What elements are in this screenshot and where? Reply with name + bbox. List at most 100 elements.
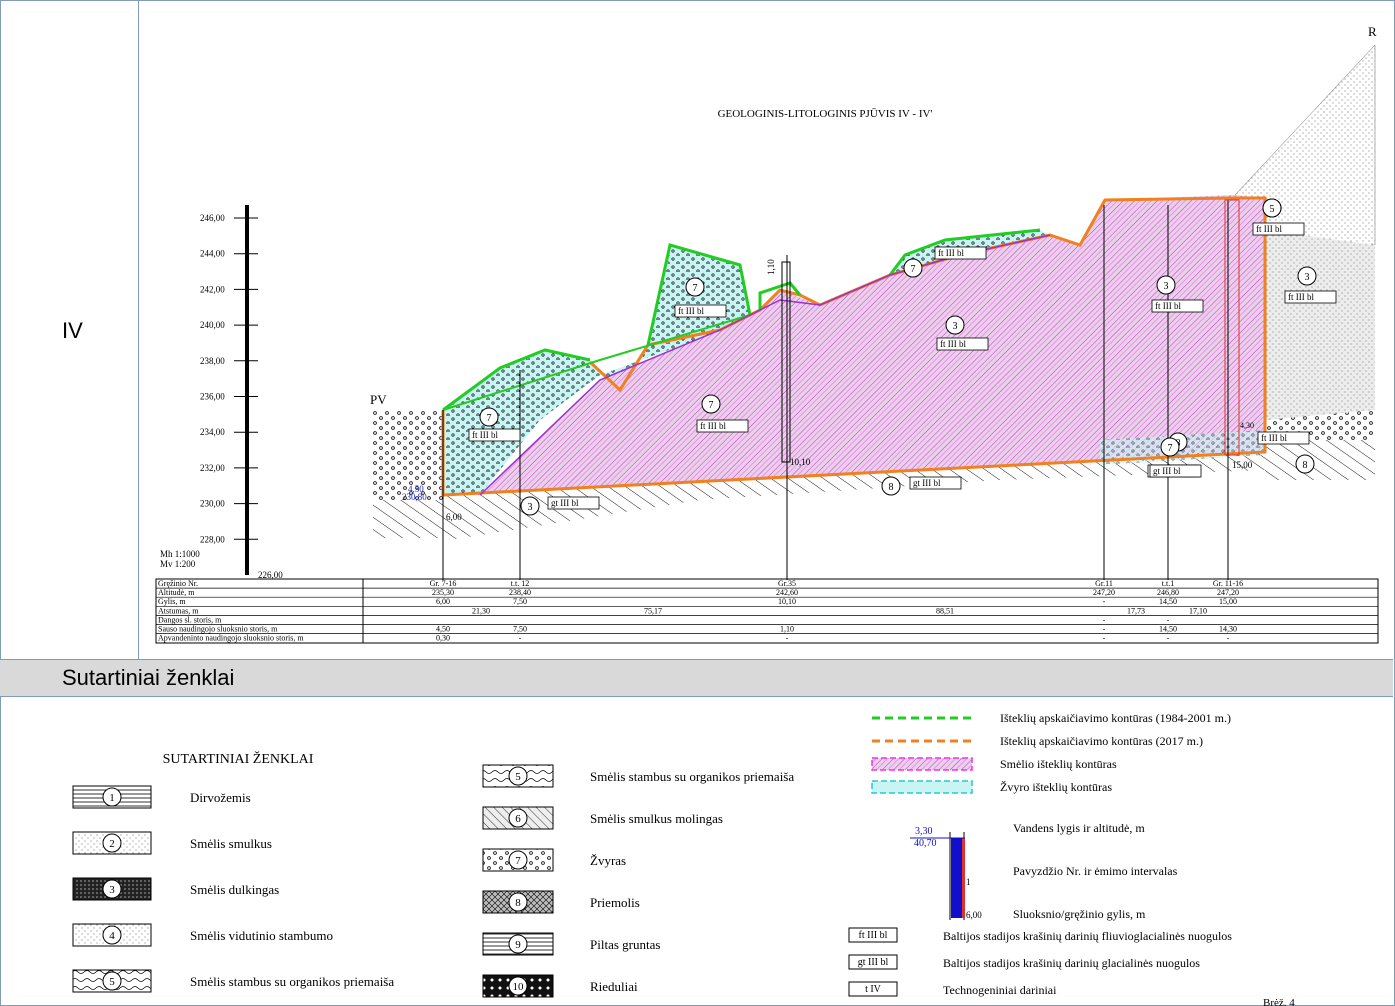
layer-code-box: [468, 428, 521, 442]
layer-circle-num: 8: [1303, 460, 1308, 471]
table-cover: -: [1103, 615, 1106, 624]
layer-code: gt III bl: [913, 478, 941, 488]
table-cell: -: [519, 634, 522, 643]
table-row-header: Altitudė, m: [158, 588, 195, 597]
table-cell: t.t. 12: [511, 579, 529, 588]
right-dusty-sand: [1265, 230, 1375, 420]
layer-code: ft III bl: [1261, 433, 1287, 443]
legend-swatch-num: 4: [109, 930, 115, 942]
table-cell: 7,50: [513, 625, 527, 634]
legend-swatch-num-circle: [102, 971, 122, 991]
legend-well-label-3: Sluoksnio/gręžinio gylis, m: [1013, 907, 1146, 921]
table-cell: 235,30: [432, 588, 454, 597]
table-cell: -: [1103, 597, 1106, 606]
legend-swatch-num: 5: [109, 976, 115, 988]
legend-depth: 6,00: [966, 910, 982, 920]
layer-code: ft III bl: [938, 248, 964, 258]
table-cell: 1,10: [780, 625, 794, 634]
legend-label: Smėlis dulkingas: [190, 882, 279, 897]
scale-label: 246,00: [200, 213, 225, 223]
legend-swatch-num-circle: [102, 879, 122, 899]
row-label-cell: IV: [0, 0, 139, 659]
legend-code: t IV: [865, 984, 882, 995]
layer-code: gt III bl: [551, 498, 579, 508]
clay-base: [443, 452, 1265, 540]
table-cell: t.t.1: [1162, 579, 1174, 588]
layer-code: ft III bl: [678, 306, 704, 316]
table-distance: 75,17: [644, 606, 662, 615]
legend-line-label: Žvyro išteklių kontūras: [1000, 780, 1112, 794]
legend-swatch-num: 7: [515, 855, 521, 867]
layer-code: ft III bl: [940, 339, 966, 349]
table-cell: 247,20: [1217, 588, 1239, 597]
page-mark: Brėž. 4: [1263, 997, 1295, 1006]
layer-circle: [1295, 454, 1315, 474]
scale-label: 230,00: [200, 499, 225, 509]
table-cell: 14,30: [1219, 625, 1237, 634]
layer-circle: [520, 496, 540, 516]
legend-code: gt III bl: [858, 957, 889, 968]
layer-code-box: [1252, 222, 1305, 236]
legend-label: Rieduliai: [590, 979, 638, 994]
table-row-header: Sauso naudingojo sluoksnio storis, m: [158, 625, 278, 634]
table-distance: 88,51: [936, 606, 954, 615]
layer-circle: [685, 277, 705, 297]
legend-well-label-2: Pavyzdžio Nr. ir ėmimo intervalas: [1013, 864, 1178, 878]
table-cell: 247,20: [1093, 588, 1115, 597]
scale-label: 232,00: [200, 463, 225, 473]
legend-alt: 40,70: [914, 838, 937, 849]
legend-band-title: Sutartiniai ženklai: [62, 665, 235, 690]
legend-label: Priemolis: [590, 895, 640, 910]
depth-c: 15,00: [1232, 460, 1253, 470]
scale-label: 244,00: [200, 249, 225, 259]
layer-circle-num: 3: [1305, 272, 1310, 283]
legend-swatch-num-circle: [508, 808, 528, 828]
layer-code: ft III bl: [1256, 224, 1282, 234]
section-title: GEOLOGINIS-LITOLOGINIS PJŪVIS IV - IV': [718, 108, 933, 120]
table-cell: 14,50: [1159, 597, 1177, 606]
legend-swatch-num: 6: [515, 813, 521, 825]
legend-label: Smėlis vidutinio stambumo: [190, 928, 333, 943]
legend-level: 3,30: [915, 826, 933, 837]
legend-swatch-num: 9: [515, 939, 521, 951]
layer-circle-num: 8: [889, 482, 894, 493]
table-row-header: Atstumas, m: [158, 606, 199, 615]
legend-area-swatch: [871, 757, 973, 771]
scale-base: 226,00: [258, 570, 283, 580]
scale-label: 234,00: [200, 427, 225, 437]
layer-circle: [1262, 198, 1282, 218]
legend-swatch-num: 8: [515, 897, 521, 909]
table-cell: 7,50: [513, 597, 527, 606]
depth-a: 6,00: [446, 512, 462, 522]
table-cell: 246,80: [1157, 588, 1179, 597]
pv-clay: [373, 500, 443, 538]
layer-circle-num: 5: [1270, 204, 1275, 215]
legend-code-box: [848, 981, 898, 997]
table-cell: 14,50: [1159, 625, 1177, 634]
sand-main: [443, 195, 1265, 495]
spot-a: 4,30: [1240, 421, 1254, 430]
scale-label: 236,00: [200, 392, 225, 402]
legend-label: Dirvožemis: [190, 790, 251, 805]
legend-title: SUTARTINIAI ŽENKLAI: [163, 750, 314, 767]
layer-circle-num: 7: [693, 283, 698, 294]
layer-code-box: [934, 246, 987, 260]
layer-code: gt III bl: [1153, 466, 1181, 476]
legend-code-box: [848, 927, 898, 943]
legend-line-label: Smėlio išteklių kontūras: [1000, 757, 1117, 771]
legend-line-label: Išteklių apskaičiavimo kontūras (1984-20…: [1000, 711, 1231, 725]
pv-gravel: [373, 410, 443, 500]
layer-circle: [479, 407, 499, 427]
legend-swatch-num-circle: [508, 934, 528, 954]
legend-swatch-num-circle: [102, 833, 122, 853]
legend-swatch-num: 2: [109, 838, 115, 850]
well-sample: 1,10: [766, 259, 776, 275]
legend-num: 1: [966, 877, 971, 887]
layer-circle: [1160, 437, 1180, 457]
divider: [0, 659, 1393, 660]
table-cell: 242,60: [776, 588, 798, 597]
table-row-header: Apvandeninto naudingojo sluoksnio storis…: [158, 634, 304, 643]
layer-circle-num: 7: [709, 400, 714, 411]
